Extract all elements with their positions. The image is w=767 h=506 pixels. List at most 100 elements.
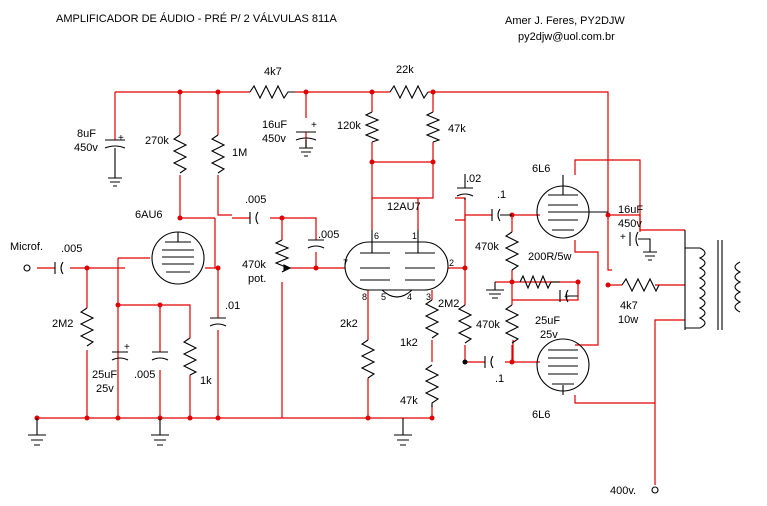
label-r-k3: 1k2 <box>400 337 418 349</box>
label-pin4: 4 <box>407 292 412 302</box>
cap-25uF <box>111 351 129 361</box>
label-c-01b: .1 <box>495 373 504 385</box>
label-r-470k-a: 470k <box>475 241 499 253</box>
resistor-2k2 <box>360 339 376 379</box>
label-r-470k-b: 470k <box>476 319 500 331</box>
label-c-01a: .1 <box>497 189 506 201</box>
grounds <box>28 282 504 446</box>
cap-01-top <box>491 208 512 222</box>
cap-coupling <box>249 211 259 225</box>
tube-12AU7 <box>344 230 449 298</box>
label-pin2: 2 <box>449 258 454 268</box>
label-pin3: 3 <box>426 292 431 302</box>
label-pin5: 5 <box>381 292 386 302</box>
tube-6AU6 <box>151 231 205 285</box>
cap-16uF <box>295 131 317 157</box>
label-pot-suffix: pot. <box>248 273 266 285</box>
label-tube1: 6AU6 <box>135 209 163 221</box>
label-r-plate2b: 47k <box>448 123 466 135</box>
cap-005-cathode <box>151 351 169 361</box>
resistor-470k-bottom <box>504 304 520 344</box>
label-r-plate2a: 120k <box>337 120 361 132</box>
supply-terminal <box>651 486 659 494</box>
label-pot: 470k <box>242 259 266 271</box>
label-r-plate: 1M <box>232 147 247 159</box>
resistor-22k <box>389 84 429 100</box>
svg-text:+: + <box>311 120 317 131</box>
label-tube2: 12AU7 <box>387 201 421 213</box>
cap-16uF-right <box>629 231 657 261</box>
resistor-470k-top <box>504 231 520 271</box>
label-tube-top: 6L6 <box>532 163 550 175</box>
label-c-cath: 25uF <box>92 369 117 381</box>
label-c-cath2: .005 <box>134 369 155 381</box>
label-r-cath: 1k <box>200 375 212 387</box>
label-c-in: .005 <box>61 243 82 255</box>
resistor-47k-top <box>425 111 441 143</box>
resistor-200R <box>519 274 560 290</box>
label-c-filter2-v: 450v <box>262 133 286 145</box>
label-c-coupling: .005 <box>245 194 266 206</box>
label-r-dec3-w: 10w <box>618 314 638 326</box>
capacitors: + + + + + <box>54 120 657 369</box>
svg-text:+: + <box>564 292 570 303</box>
label-c-screen: .01 <box>225 300 240 312</box>
label-r-dec2: 22k <box>396 64 414 76</box>
label-r-bias: 200R/5w <box>528 251 571 263</box>
label-supply: 400v. <box>610 485 636 497</box>
tube-6L6-bottom <box>536 338 590 395</box>
email: py2djw@uol.com.br <box>518 31 615 43</box>
label-r-grid: 2M2 <box>52 318 73 330</box>
resistor-2M2-input <box>79 307 95 347</box>
resistor-270k <box>172 134 188 174</box>
label-r-dec3: 4k7 <box>620 300 638 312</box>
svg-text:+: + <box>620 232 626 243</box>
label-r-dec1: 4k7 <box>264 66 282 78</box>
resistor-2M2-grid <box>457 304 473 344</box>
label-c-cath-v: 25v <box>96 383 114 395</box>
cap-01 <box>209 317 227 327</box>
resistors <box>79 84 660 407</box>
cap-bias <box>559 289 578 303</box>
resistor-4k7 <box>249 84 295 100</box>
resistor-1M <box>210 134 226 174</box>
label-pin1: 1 <box>412 231 417 241</box>
label-c-tone: .005 <box>318 229 339 241</box>
label-c-bias-v: 25v <box>540 329 558 341</box>
component-labels: Microf. .005 2M2 25uF 25v .005 1k 6AU6 8… <box>10 64 643 497</box>
cap-02 <box>456 174 474 200</box>
label-r-screen: 270k <box>145 135 169 147</box>
label-c-filter3: 16uF <box>618 204 643 216</box>
label-c-bias: 25uF <box>535 315 560 327</box>
label-c-filter3-v: 450v <box>618 218 642 230</box>
resistor-1k <box>182 337 198 376</box>
cap-01-bottom <box>484 355 494 369</box>
label-c-filter1-v: 450v <box>74 142 98 154</box>
label-tube-bot: 6L6 <box>532 409 550 421</box>
junctions <box>34 89 611 421</box>
cap-8uF <box>104 139 126 187</box>
resistor-120k <box>364 111 380 143</box>
label-c-02: .02 <box>466 173 481 185</box>
resistor-47k-bottom <box>424 364 440 407</box>
tube-6L6-top <box>536 175 608 239</box>
cap-tone <box>307 239 325 249</box>
label-pin8: 8 <box>362 292 367 302</box>
potentiometer <box>274 239 292 273</box>
output-transformer <box>684 230 742 330</box>
mic-terminal <box>23 264 31 272</box>
label-c-filter1: 8uF <box>77 128 96 140</box>
title: AMPLIFICADOR DE ÁUDIO - PRÉ P/ 2 VÁLVULA… <box>56 12 337 25</box>
label-c-filter2: 16uF <box>262 119 287 131</box>
label-pin7: 7 <box>343 258 348 268</box>
svg-text:+: + <box>118 133 124 144</box>
resistor-1k2 <box>424 299 440 339</box>
svg-text:+: + <box>124 342 130 353</box>
label-r-cath2: 2k2 <box>340 318 358 330</box>
resistor-4k7-10w <box>621 277 660 293</box>
label-r-k4: 47k <box>400 395 418 407</box>
author: Amer J. Feres, PY2DJW <box>505 15 625 27</box>
cap-input <box>54 261 64 275</box>
label-r-grid2: 2M2 <box>438 298 459 310</box>
